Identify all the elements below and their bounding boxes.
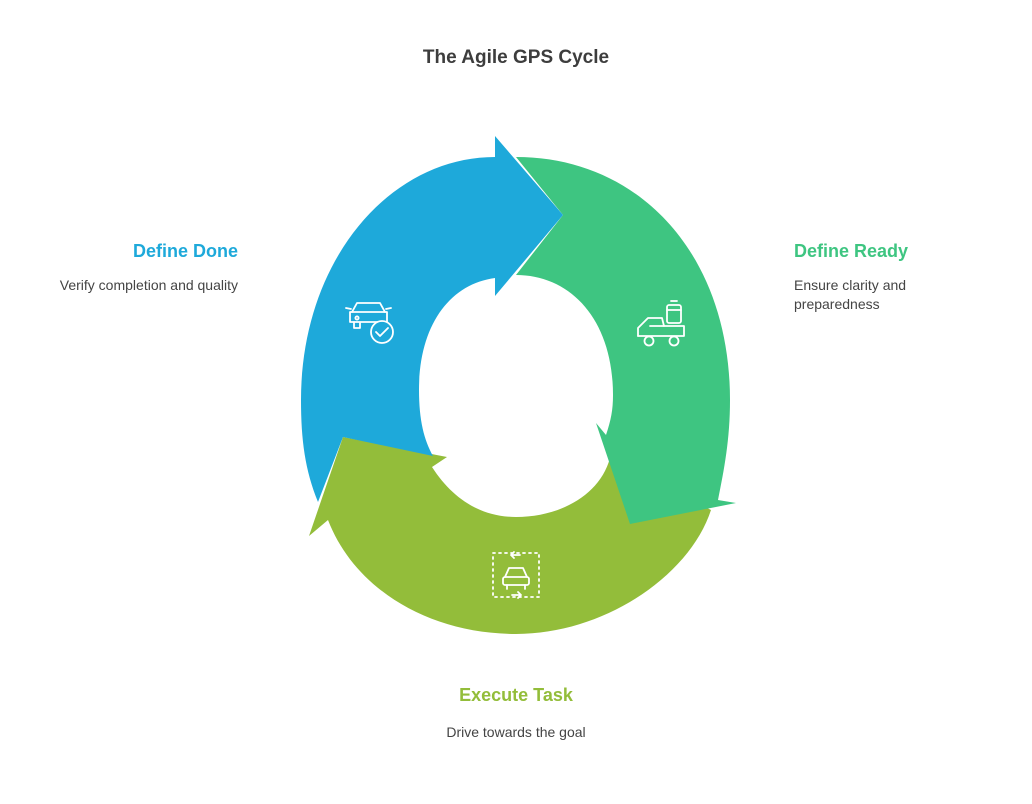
- execute-task-description: Drive towards the goal: [446, 724, 586, 740]
- define-ready-arrow: [516, 157, 736, 524]
- define-ready-label: Define Ready Ensure clarity and prepared…: [794, 241, 994, 314]
- define-done-description: Verify completion and quality: [59, 277, 238, 293]
- define-done-heading: Define Done: [132, 241, 238, 261]
- execute-task-label: Execute Task Drive towards the goal: [366, 685, 666, 742]
- execute-task-heading: Execute Task: [459, 685, 573, 705]
- car-check-icon: [345, 302, 394, 344]
- define-ready-description: Ensure clarity and preparedness: [794, 277, 907, 312]
- car-navigation-icon: [492, 551, 540, 599]
- diagram-title: The Agile GPS Cycle: [422, 47, 610, 68]
- define-done-label: Define Done Verify completion and qualit…: [38, 241, 238, 295]
- define-done-arrow: [301, 136, 563, 502]
- define-ready-heading: Define Ready: [794, 241, 909, 261]
- execute-task-arrow: [309, 437, 711, 634]
- car-battery-icon: [637, 300, 685, 347]
